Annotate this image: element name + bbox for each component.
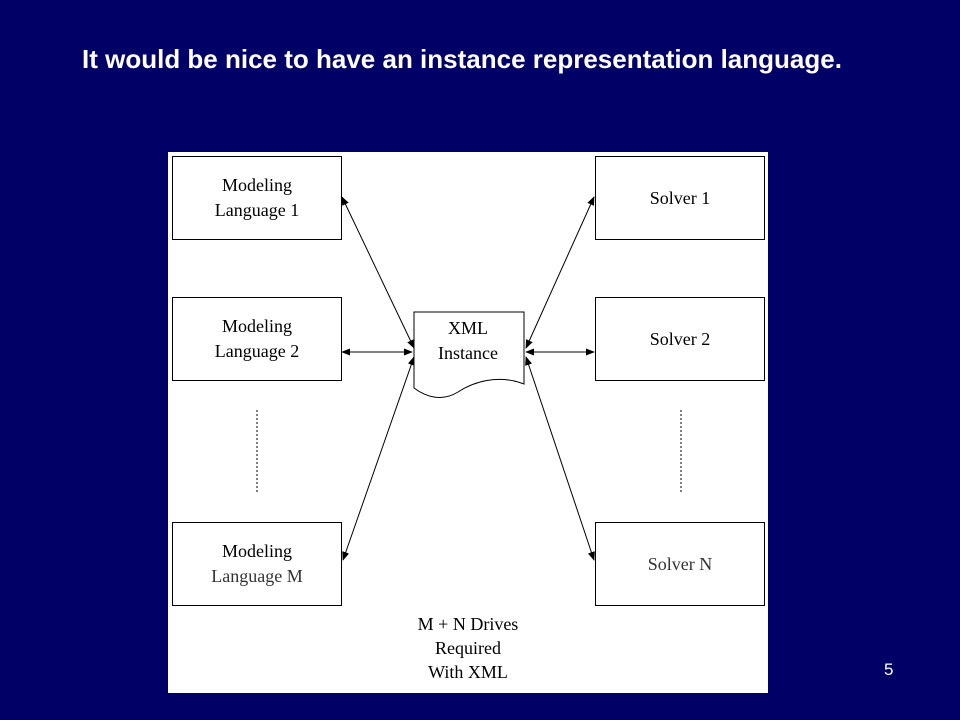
caption-line3: With XML [428,662,508,682]
modeling-language-m-line1: Modeling [222,541,292,561]
modeling-language-1-line2: Language 1 [214,200,300,220]
modeling-language-1-line1: Modeling [222,175,292,195]
modeling-language-2-line1: Modeling [222,316,292,336]
solver-1-label: Solver 1 [649,187,711,208]
diagram-connectors [256,196,682,561]
arrow-xml-solverN [525,356,595,561]
modeling-language-m-line2: Language M [211,566,303,586]
page-number: 5 [884,660,894,679]
arrow-lang1-xml [341,196,415,349]
modeling-language-1-box: Modeling Language 1 [172,156,342,240]
xml-instance-label: XML Instance [412,316,524,366]
solver-2-label: Solver 2 [649,328,711,349]
xml-instance-line2: Instance [438,343,498,363]
solver-n-box: Solver N [595,522,765,606]
xml-document-shape [413,311,525,399]
arrow-xml-solver1 [525,196,595,349]
modeling-language-2-line2: Language 2 [214,341,300,361]
solver-n-label: Solver N [647,553,713,574]
solver-1-box: Solver 1 [595,156,765,240]
caption-line2: Required [435,638,501,658]
caption-line1: M + N Drives [417,614,519,634]
architecture-diagram: Modeling Language 1 Modeling Language 2 … [168,152,768,693]
diagram-caption: M + N Drives Required With XML [378,612,558,684]
modeling-language-2-box: Modeling Language 2 [172,297,342,381]
arrow-langM-xml [342,356,415,561]
modeling-language-m-box: Modeling Language M [172,522,342,606]
solver-2-box: Solver 2 [595,297,765,381]
xml-instance-line1: XML [448,318,488,338]
slide-title: It would be nice to have an instance rep… [82,44,842,74]
